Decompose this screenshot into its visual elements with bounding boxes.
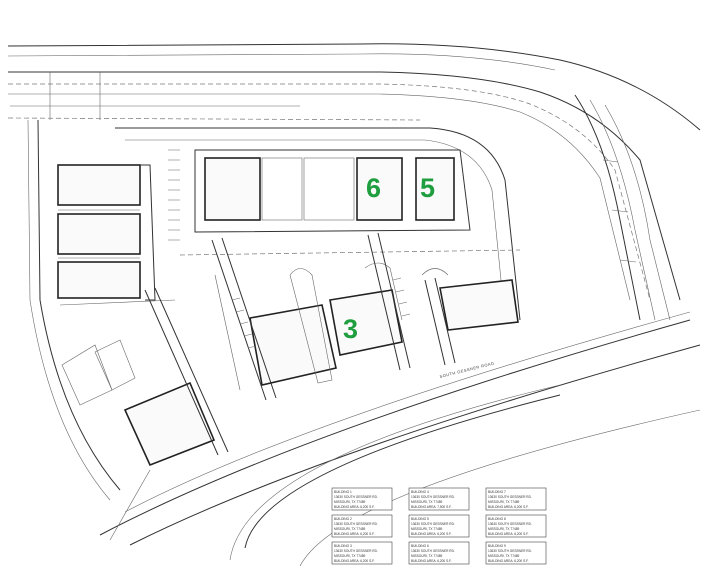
lower-buildings: [61, 279, 519, 467]
legend-box: [485, 487, 547, 511]
legend-line1: 13630 SOUTH GESSNER RD.: [411, 495, 455, 499]
legend-title: BUILDING 7: [488, 490, 506, 494]
legend-line3: BUILDING AREA: 6,200 S.F.: [488, 559, 529, 563]
legend-box: [331, 487, 393, 511]
legend-box: [331, 514, 393, 538]
legend-line2: MISSOURI, TX 77489: [334, 500, 366, 504]
top-buildings: [194, 149, 471, 233]
legend-line1: 13630 SOUTH GESSNER RD.: [334, 549, 378, 553]
legend-line3: BUILDING AREA: 7,500 S.F.: [411, 505, 452, 509]
legend-box: [408, 541, 470, 565]
legend-line2: MISSOURI, TX 77489: [411, 554, 443, 558]
legend-title: BUILDING 5: [411, 517, 429, 521]
legend-box: [485, 541, 547, 565]
legend-line2: MISSOURI, TX 77489: [488, 527, 520, 531]
legend-title: BUILDING 2: [334, 517, 352, 521]
legend-line3: BUILDING AREA: 6,200 S.F.: [334, 532, 375, 536]
legend-line1: 13630 SOUTH GESSNER RD.: [334, 495, 378, 499]
right-channel: [574, 94, 671, 321]
legend-line3: BUILDING AREA: 6,200 S.F.: [411, 559, 452, 563]
legend-title: BUILDING 9: [488, 544, 506, 548]
legend-line1: 13630 SOUTH GESSNER RD.: [411, 549, 455, 553]
legend-box: [408, 514, 470, 538]
legend-line2: MISSOURI, TX 77489: [334, 527, 366, 531]
legend-line3: BUILDING AREA: 6,200 S.F.: [488, 532, 529, 536]
access-paths: [144, 232, 456, 456]
legend-line1: 13630 SOUTH GESSNER RD.: [488, 549, 532, 553]
road-label: SOUTH GESSNER ROAD: [439, 360, 495, 378]
legend-line3: BUILDING AREA: 6,200 S.F.: [334, 505, 375, 509]
legend-line1: 13630 SOUTH GESSNER RD.: [411, 522, 455, 526]
legend-line2: MISSOURI, TX 77489: [488, 500, 520, 504]
legend-line1: 13630 SOUTH GESSNER RD.: [334, 522, 378, 526]
legend-line1: 13630 SOUTH GESSNER RD.: [488, 522, 532, 526]
top-property-lines: [7, 43, 701, 301]
legend-title: BUILDING 4: [411, 490, 429, 494]
left-boundary: [27, 119, 121, 501]
legend-box: [408, 487, 470, 511]
building-number-5: 5: [420, 173, 435, 203]
legend-box: [331, 541, 393, 565]
legend-box: [485, 514, 547, 538]
legend-line3: BUILDING AREA: 6,200 S.F.: [411, 532, 452, 536]
legend-line3: BUILDING AREA: 6,200 S.F.: [334, 559, 375, 563]
legend-title: BUILDING 8: [488, 517, 506, 521]
legend-line2: MISSOURI, TX 77489: [334, 554, 366, 558]
legend-line3: BUILDING AREA: 6,200 S.F.: [488, 505, 529, 509]
legend-title: BUILDING 3: [334, 544, 352, 548]
legend-line2: MISSOURI, TX 77489: [411, 500, 443, 504]
legend-title: BUILDING 1: [334, 490, 352, 494]
left-buildings: [57, 164, 156, 301]
parking-stalls: [168, 149, 411, 349]
highlight-labels: 6 5 3: [343, 173, 435, 344]
building-number-6: 6: [366, 173, 381, 203]
legend-line2: MISSOURI, TX 77489: [411, 527, 443, 531]
legend-line2: MISSOURI, TX 77489: [488, 554, 520, 558]
legend-title: BUILDING 6: [411, 544, 429, 548]
legend-line1: 13630 SOUTH GESSNER RD.: [488, 495, 532, 499]
south-gessner-road: SOUTH GESSNER ROAD: [99, 311, 701, 567]
parking-lot: [59, 127, 521, 321]
building-number-3: 3: [343, 314, 358, 344]
